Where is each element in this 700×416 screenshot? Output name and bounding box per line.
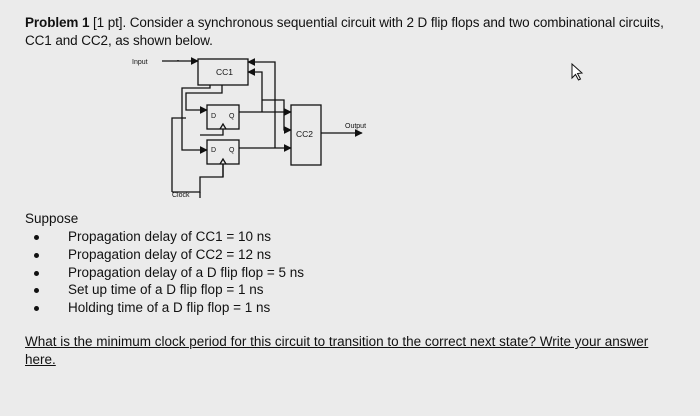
problem-points: [1 pt]. <box>93 15 127 30</box>
bullet-icon <box>34 235 39 240</box>
question-text: What is the minimum clock period for thi… <box>25 334 649 367</box>
bullet-icon <box>34 270 39 276</box>
suppose-heading: Suppose <box>25 211 79 226</box>
clock-label: Clock <box>172 192 190 199</box>
problem-statement: Problem 1 [1 pt]. Consider a synchronous… <box>25 14 675 50</box>
problem-text: Consider a synchronous sequential circui… <box>25 15 664 48</box>
ff1-d-label: D <box>211 113 216 120</box>
assumptions-section: Suppose Propagation delay of CC1 = 10 ns… <box>25 210 304 317</box>
list-item: Holding time of a D flip flop = 1 ns <box>25 299 304 317</box>
cc2-label: CC2 <box>296 129 313 139</box>
bullet-icon <box>34 306 39 312</box>
cc2-box <box>290 104 322 166</box>
list-item: Propagation delay of CC1 = 10 ns <box>25 228 304 246</box>
mouse-cursor-icon <box>571 62 584 81</box>
list-item: Propagation delay of a D flip flop = 5 n… <box>25 264 304 282</box>
list-item: Propagation delay of CC2 = 12 ns <box>25 246 304 264</box>
ff1-q-label: Q <box>229 113 235 120</box>
input-label: Input <box>132 59 148 66</box>
ff2-d-label: D <box>211 147 216 154</box>
ff2-q-label: Q <box>229 147 235 154</box>
assumptions-list: Propagation delay of CC1 = 10 ns Propaga… <box>25 228 304 317</box>
cc1-label: CC1 <box>216 67 233 77</box>
bullet-icon <box>34 252 39 258</box>
circuit-diagram: Input CC1 CC2 Output Clock D Q D Q <box>132 57 584 199</box>
bullet-icon <box>34 288 39 294</box>
output-label: Output <box>345 123 366 130</box>
list-item: Set up time of a D flip flop = 1 ns <box>25 281 304 299</box>
problem-label: Problem 1 <box>25 15 90 30</box>
